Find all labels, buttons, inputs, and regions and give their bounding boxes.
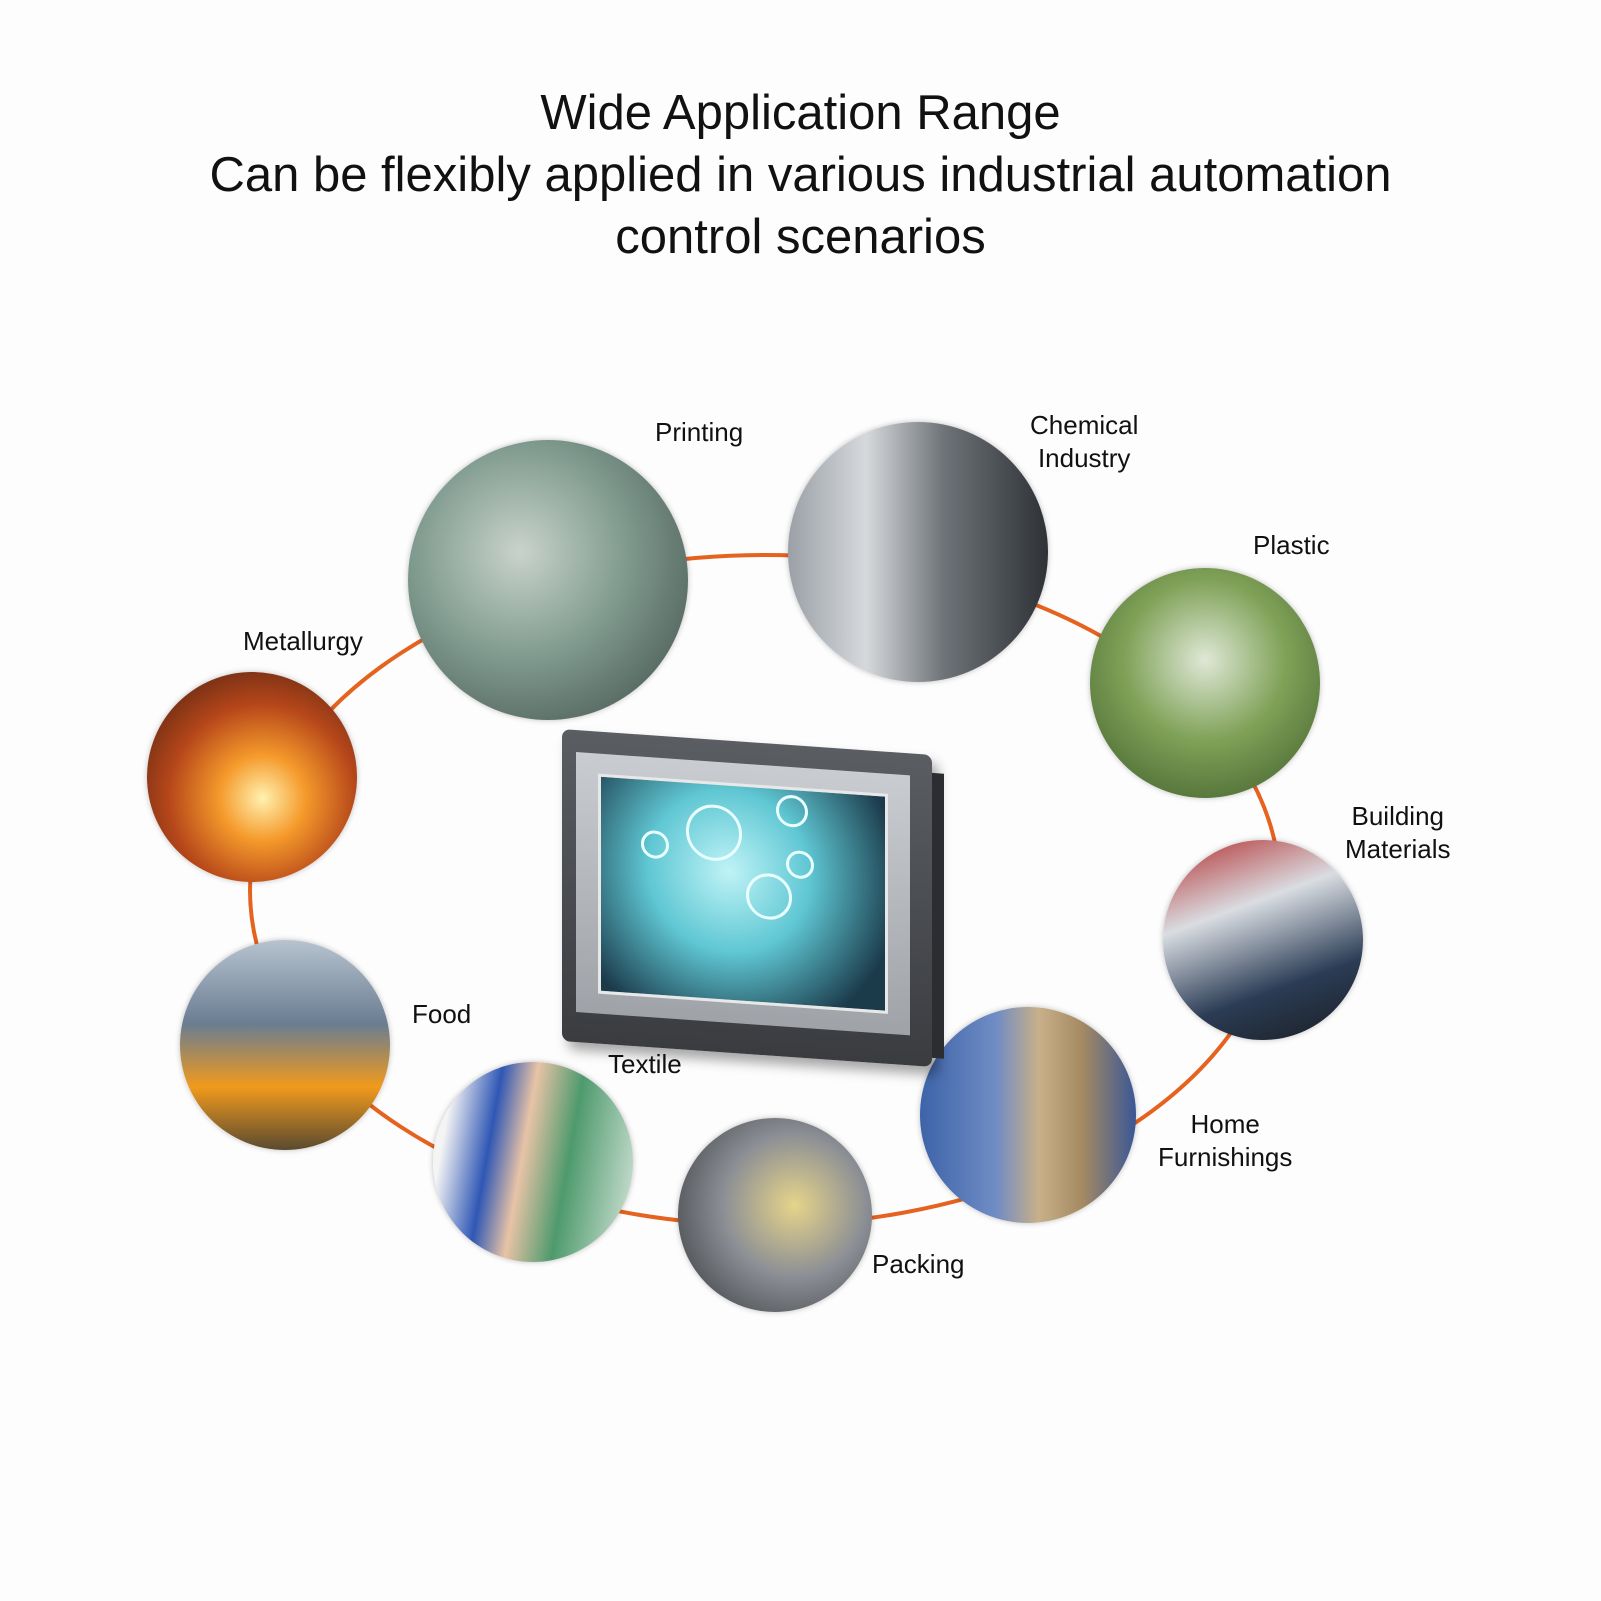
packing-photo (678, 1118, 872, 1312)
building-materials-photo (1163, 840, 1363, 1040)
label-building-materials: Building Materials (1345, 800, 1450, 866)
label-packing: Packing (872, 1249, 965, 1279)
label-line: Furnishings (1158, 1142, 1293, 1172)
subtitle-line-2: control scenarios (615, 210, 986, 264)
hmi-touch-panel (562, 729, 944, 1067)
label-line: Industry (1037, 443, 1131, 473)
label-metallurgy: Metallurgy (243, 626, 363, 656)
touch-screen-display (598, 773, 888, 1014)
printing-photo (408, 440, 688, 720)
label-home-furnishings: Home Furnishings (1158, 1108, 1292, 1174)
food-photo (180, 940, 390, 1150)
textile-photo (433, 1062, 633, 1262)
subtitle-line-1: Can be flexibly applied in various indus… (209, 148, 1392, 202)
label-printing: Printing (655, 417, 744, 447)
label-line: Building (1351, 801, 1444, 831)
label-chemical-industry: Chemical Industry (1030, 409, 1138, 475)
plastic-photo (1090, 568, 1320, 798)
label-line: Chemical (1030, 410, 1139, 440)
metallurgy-photo (147, 672, 357, 882)
label-food: Food (412, 999, 472, 1029)
label-line: Materials (1345, 834, 1451, 864)
label-plastic: Plastic (1253, 530, 1330, 560)
home-furnishings-photo (920, 1007, 1136, 1223)
label-textile: Textile (608, 1049, 682, 1079)
headline: Wide Application Range (540, 86, 1061, 140)
label-line: Home (1190, 1109, 1260, 1139)
chemical-photo (788, 422, 1048, 682)
